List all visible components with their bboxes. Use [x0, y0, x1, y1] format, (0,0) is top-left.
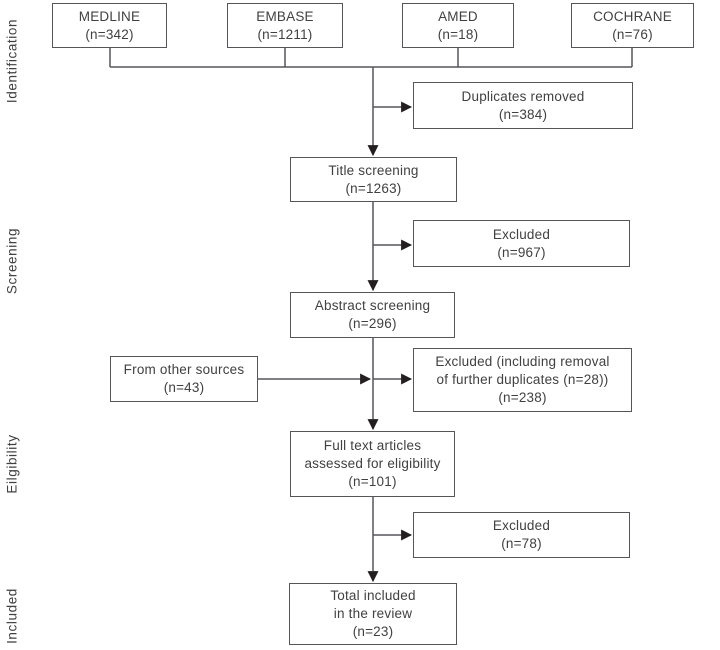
box-full-text-assessed: Full text articles assessed for eligibil…	[290, 431, 455, 497]
box-excluded-abstract: Excluded (including removal of further d…	[413, 348, 632, 412]
stage-label-eligibility: Eilgibility	[4, 434, 20, 494]
collector-line	[109, 48, 633, 68]
box-medline: MEDLINE (n=342)	[52, 3, 167, 48]
box-cochrane: COCHRANE (n=76)	[571, 3, 694, 48]
stage-label-included: Included	[4, 588, 20, 644]
box-duplicates-removed: Duplicates removed (n=384)	[413, 82, 633, 129]
box-from-other-sources: From other sources (n=43)	[110, 356, 258, 402]
box-title-screening: Title screening (n=1263)	[290, 157, 457, 202]
box-total-included: Total included in the review (n=23)	[289, 583, 457, 645]
box-amed: AMED (n=18)	[402, 3, 514, 48]
stage-label-screening: Screening	[4, 227, 20, 295]
box-abstract-screening: Abstract screening (n=296)	[290, 292, 455, 338]
stage-label-identification: Identification	[4, 18, 20, 104]
box-embase: EMBASE (n=1211)	[227, 3, 343, 48]
box-excluded-title: Excluded (n=967)	[413, 220, 630, 267]
box-excluded-fulltext: Excluded (n=78)	[413, 512, 630, 558]
